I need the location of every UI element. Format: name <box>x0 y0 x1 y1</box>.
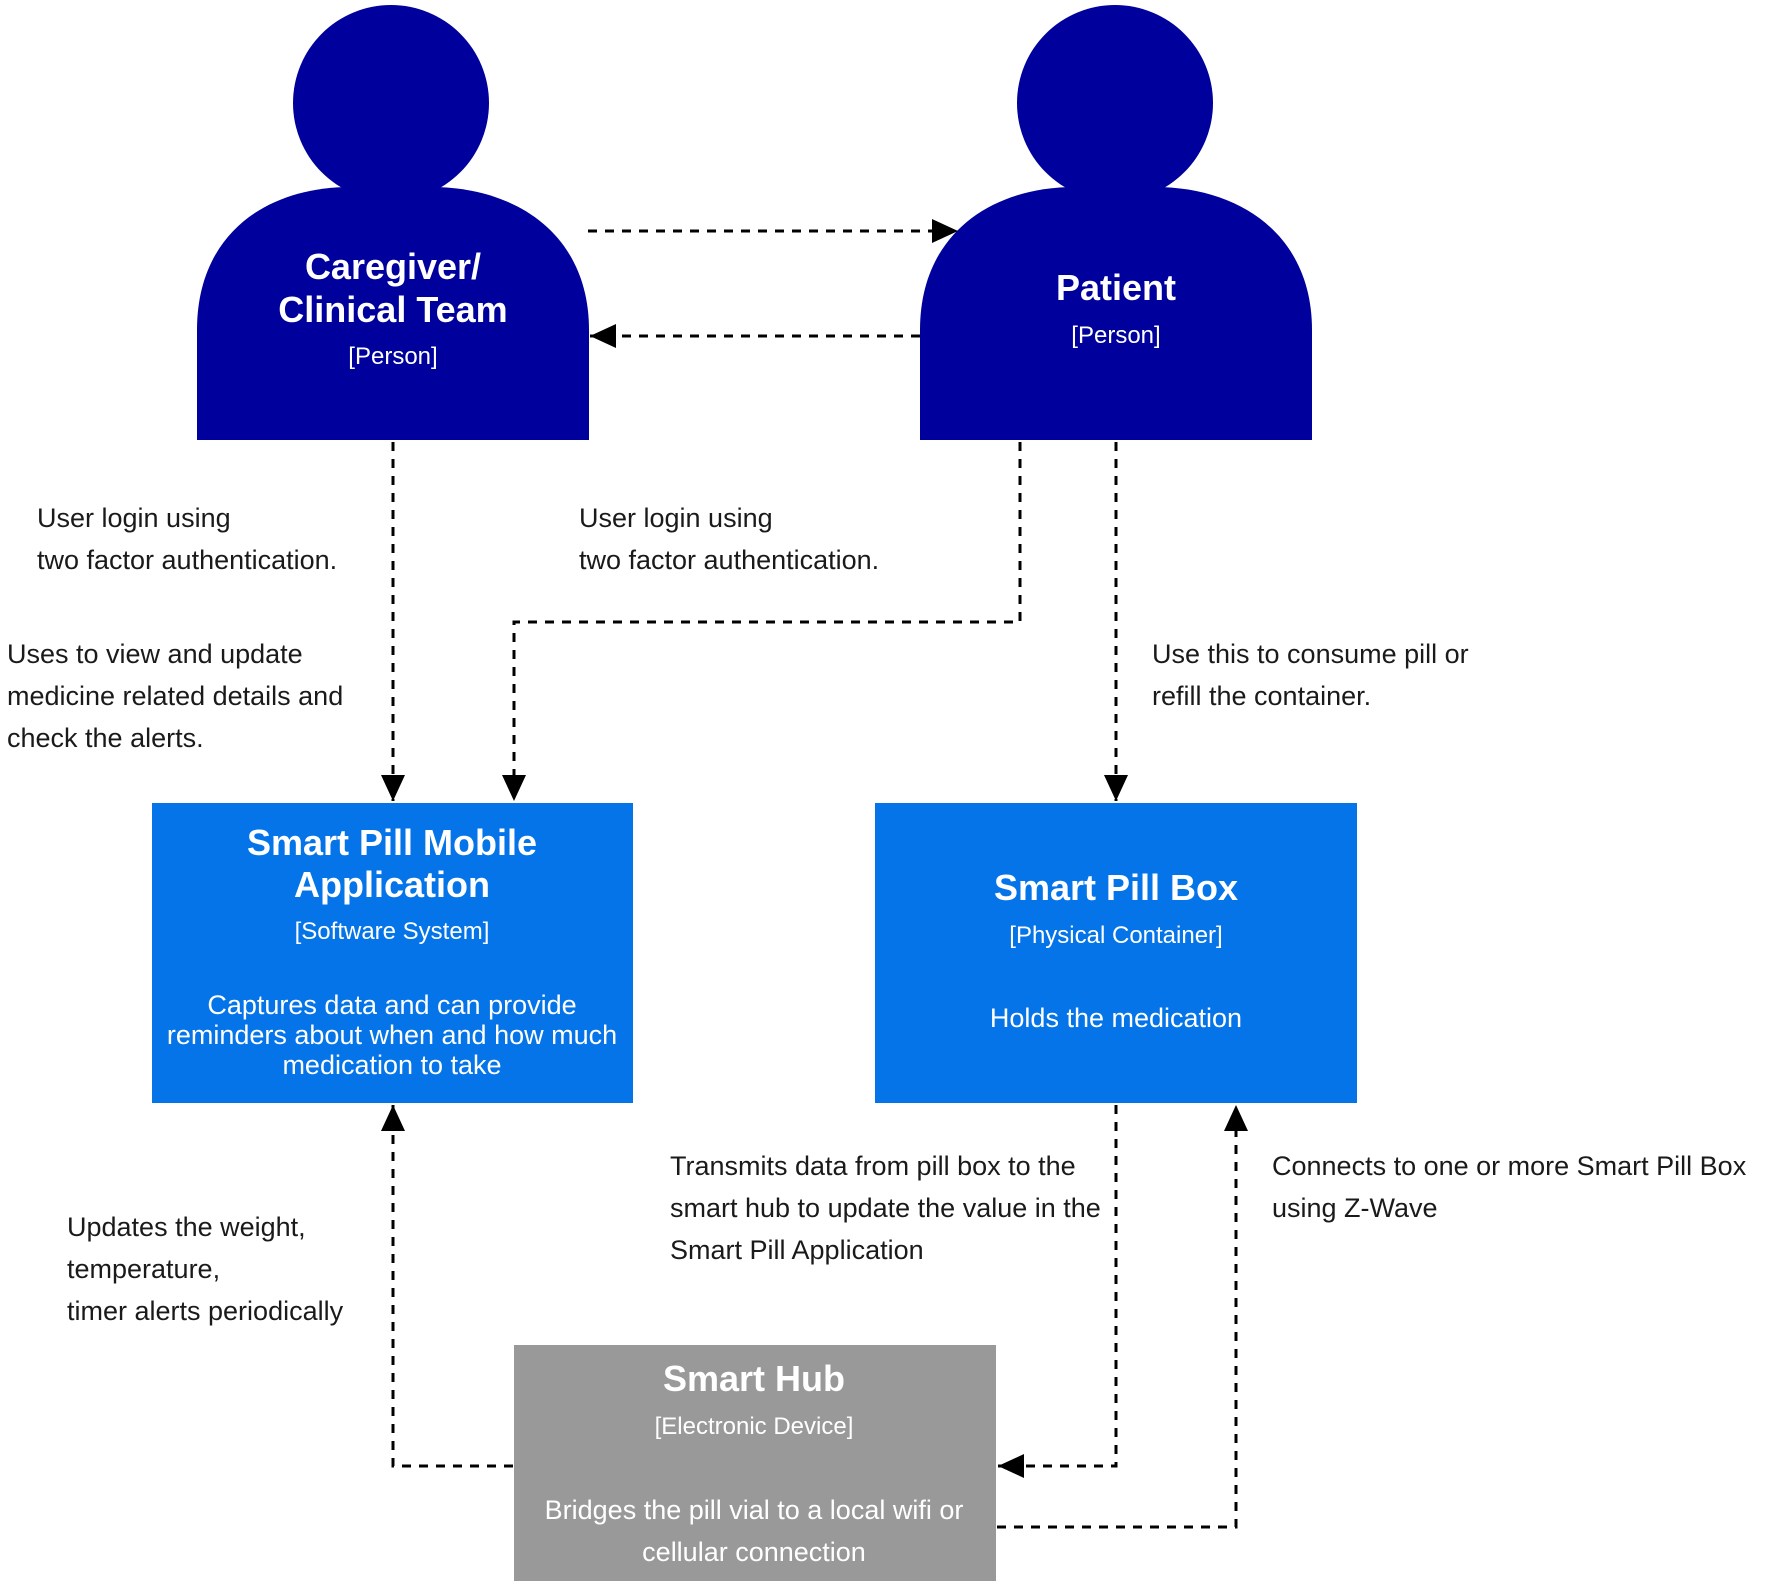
caregiver-title-line1: Caregiver/ <box>305 246 481 287</box>
caregiver-body <box>197 187 589 440</box>
pill-box-title: Smart Pill Box <box>994 867 1238 908</box>
device-smart-hub[interactable]: Smart Hub [Electronic Device] Bridges th… <box>514 1345 996 1581</box>
svg-text:check the alerts.: check the alerts. <box>7 723 204 753</box>
edge-hub-to-pill-box[interactable] <box>997 1105 1248 1529</box>
label-patient-login: User login using two factor authenticati… <box>579 503 879 575</box>
person-caregiver[interactable]: Caregiver/ Clinical Team [Person] <box>197 5 589 440</box>
svg-text:timer alerts periodically: timer alerts periodically <box>67 1296 344 1326</box>
smart-hub-desc-line1: Bridges the pill vial to a local wifi or <box>545 1495 964 1525</box>
pill-box-desc: Holds the medication <box>990 1003 1242 1033</box>
svg-text:Uses to view and update: Uses to view and update <box>7 639 303 669</box>
patient-head <box>1017 5 1213 201</box>
patient-title: Patient <box>1056 267 1176 308</box>
svg-text:two factor authentication.: two factor authentication. <box>579 545 879 575</box>
patient-body <box>920 187 1312 440</box>
mobile-app-desc-line1: Captures data and can provide <box>207 990 576 1020</box>
system-mobile-app[interactable]: Smart Pill Mobile Application [Software … <box>152 803 633 1103</box>
mobile-app-desc-line2: reminders about when and how much <box>167 1020 617 1050</box>
person-patient[interactable]: Patient [Person] <box>920 5 1312 440</box>
system-pill-box[interactable]: Smart Pill Box [Physical Container] Hold… <box>875 803 1357 1103</box>
mobile-app-title-line2: Application <box>294 864 490 905</box>
smart-hub-box <box>514 1345 996 1581</box>
svg-text:User login using: User login using <box>579 503 773 533</box>
smart-hub-title: Smart Hub <box>663 1358 845 1399</box>
caregiver-title-line2: Clinical Team <box>278 289 507 330</box>
svg-text:two factor authentication.: two factor authentication. <box>37 545 337 575</box>
svg-text:User login using: User login using <box>37 503 231 533</box>
smart-hub-type: [Electronic Device] <box>655 1413 854 1440</box>
mobile-app-desc-line3: medication to take <box>282 1050 501 1080</box>
svg-text:medicine related details and: medicine related details and <box>7 681 343 711</box>
label-box-to-hub: Transmits data from pill box to the smar… <box>670 1151 1101 1265</box>
edge-hub-to-app[interactable] <box>381 1105 513 1468</box>
svg-text:Connects to one or more Smart: Connects to one or more Smart Pill Box <box>1272 1151 1747 1181</box>
mobile-app-type: [Software System] <box>295 918 490 945</box>
svg-text:refill the container.: refill the container. <box>1152 681 1371 711</box>
edge-pill-box-to-hub[interactable] <box>998 1105 1118 1478</box>
mobile-app-box <box>152 803 633 1103</box>
smart-hub-desc-line2: cellular connection <box>642 1537 866 1567</box>
pill-box-type: [Physical Container] <box>1009 922 1222 949</box>
svg-text:using Z-Wave: using Z-Wave <box>1272 1193 1438 1223</box>
mobile-app-title-line1: Smart Pill Mobile <box>247 822 537 863</box>
svg-text:smart hub to update the value: smart hub to update the value in the <box>670 1193 1101 1223</box>
label-caregiver-uses: Uses to view and update medicine related… <box>7 639 343 753</box>
edge-patient-to-app[interactable] <box>502 442 1022 801</box>
patient-type: [Person] <box>1071 322 1160 349</box>
label-hub-to-box: Connects to one or more Smart Pill Box u… <box>1272 1151 1747 1223</box>
caregiver-head <box>293 5 489 201</box>
svg-text:temperature,: temperature, <box>67 1254 220 1284</box>
svg-text:Transmits data from pill box t: Transmits data from pill box to the <box>670 1151 1076 1181</box>
svg-text:Updates the weight,: Updates the weight, <box>67 1212 306 1242</box>
pill-box-box <box>875 803 1357 1103</box>
label-hub-to-app: Updates the weight, temperature, timer a… <box>67 1212 344 1326</box>
svg-text:Use this to consume pill or: Use this to consume pill or <box>1152 639 1469 669</box>
svg-text:Smart Pill Application: Smart Pill Application <box>670 1235 924 1265</box>
caregiver-type: [Person] <box>348 343 437 370</box>
label-patient-box: Use this to consume pill or refill the c… <box>1152 639 1469 711</box>
label-caregiver-login: User login using two factor authenticati… <box>37 503 337 575</box>
